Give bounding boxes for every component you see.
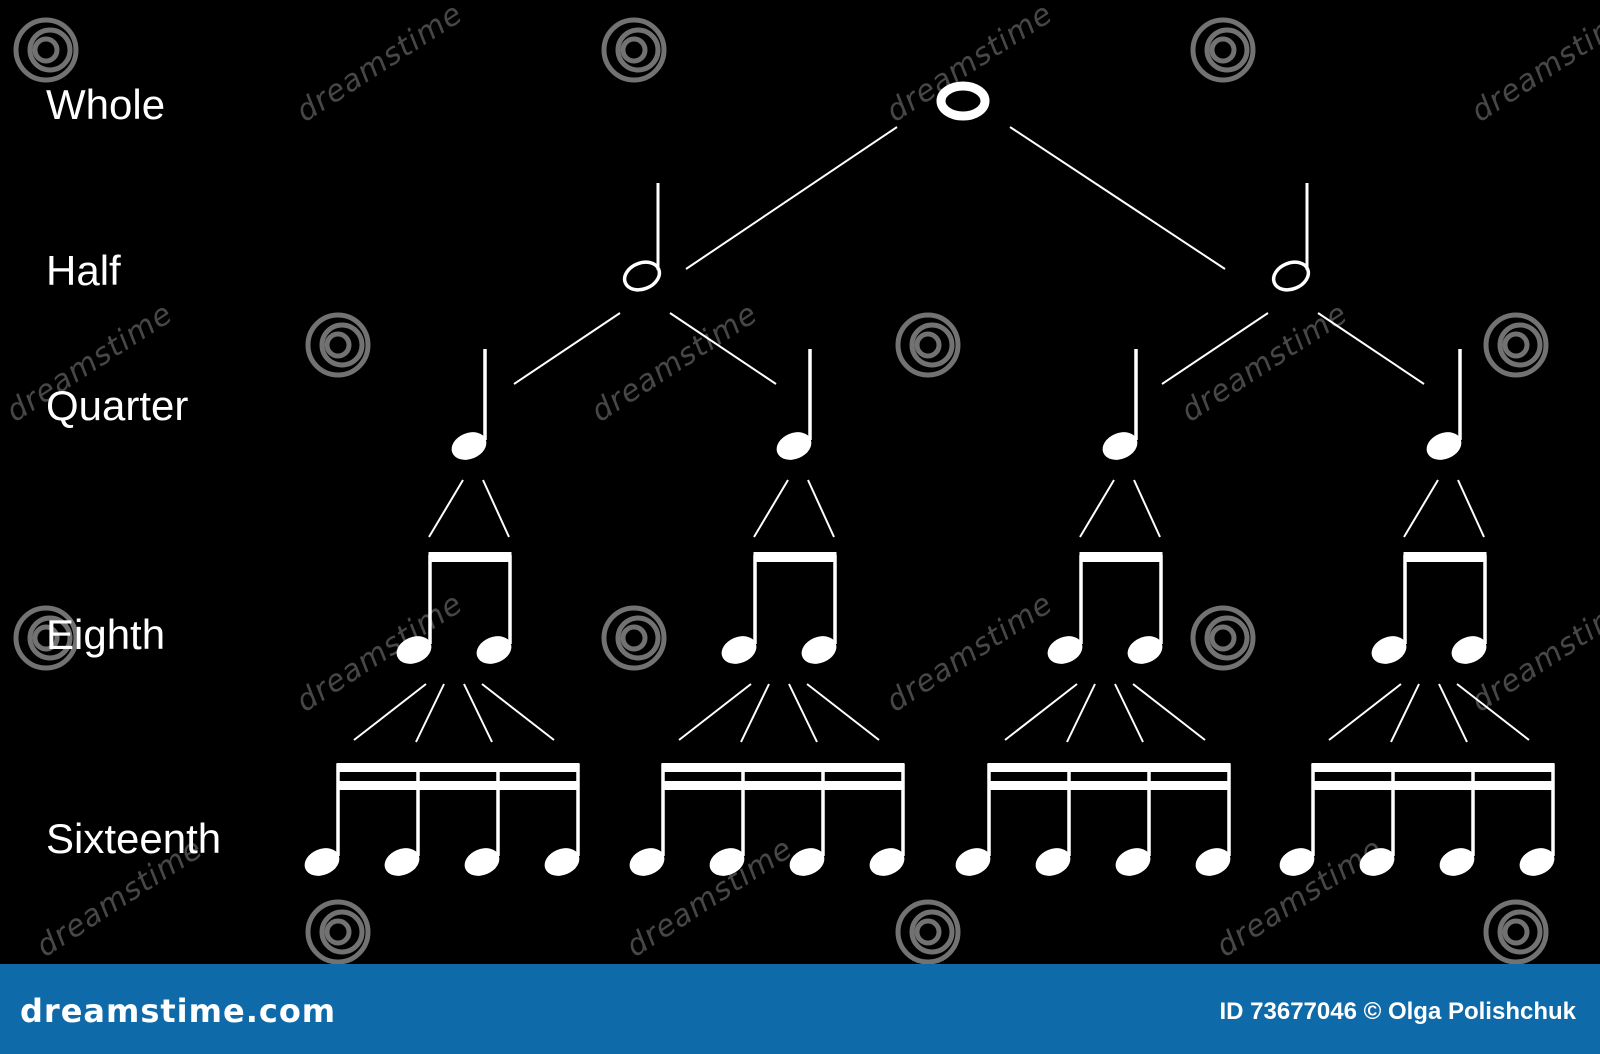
sixteenth-note-head	[304, 848, 340, 876]
connector-line	[1079, 479, 1115, 538]
sixteenth-beam	[1311, 781, 1555, 790]
quarter-note-head	[776, 432, 812, 460]
eighth-note-head	[1047, 636, 1083, 664]
sixteenth-note-head	[629, 848, 665, 876]
connector-line	[1161, 312, 1269, 385]
connector-line	[740, 683, 770, 743]
connector-line	[678, 683, 752, 741]
connector-line	[669, 312, 777, 385]
whole-note	[936, 81, 990, 121]
label-quarter: Quarter	[46, 382, 189, 429]
sixteenth-beam	[1311, 763, 1555, 772]
spiral-logo-icon	[601, 17, 667, 83]
connector-line	[513, 312, 621, 385]
connector-line	[353, 683, 427, 741]
sixteenth-note-head	[1195, 848, 1231, 876]
quarter-note-head	[1426, 432, 1462, 460]
sixteenth-note-head	[464, 848, 500, 876]
spiral-logo-icon	[895, 312, 961, 378]
eighth-beam	[753, 552, 837, 562]
connector-line	[1390, 683, 1420, 743]
sixteenth-note-head	[1439, 848, 1475, 876]
diagram-canvas: Whole Half Quarter Eighth Sixteenth drea…	[0, 0, 1600, 964]
sixteenth-beam	[987, 781, 1231, 790]
connector-line	[807, 479, 835, 538]
spiral-logo-icon	[13, 17, 79, 83]
sixteenth-note-head	[1115, 848, 1151, 876]
sixteenth-note-head	[1359, 848, 1395, 876]
eighth-note-head	[801, 636, 837, 664]
eighth-note-head	[396, 636, 432, 664]
label-whole: Whole	[46, 81, 166, 128]
connector-line	[1457, 479, 1485, 538]
connector-line	[1403, 479, 1439, 538]
connector-line	[415, 683, 445, 743]
eighth-note-head	[1127, 636, 1163, 664]
connector-line	[685, 126, 898, 270]
connector-line	[1133, 479, 1161, 538]
connector-line	[1438, 683, 1468, 743]
connector-line	[1132, 683, 1206, 741]
sixteenth-note-head	[1035, 848, 1071, 876]
connector-line	[1328, 683, 1402, 741]
connector-line	[1114, 683, 1144, 743]
sixteenth-beam	[336, 781, 580, 790]
sixteenth-beam	[661, 763, 905, 772]
connector-line	[463, 683, 493, 743]
spiral-logo-icon	[895, 899, 961, 964]
sixteenth-note-head	[709, 848, 745, 876]
spiral-logo-icon	[13, 605, 79, 671]
spiral-logo-icon	[1190, 17, 1256, 83]
quarter-note-head	[1102, 432, 1138, 460]
spiral-logo-icon	[601, 605, 667, 671]
label-sixteenth: Sixteenth	[46, 815, 222, 862]
connector-line	[1456, 683, 1530, 741]
footer-credit: ID 73677046 © Olga Polishchuk	[1219, 998, 1576, 1025]
eighth-beam	[1079, 552, 1163, 562]
eighth-note-head	[1371, 636, 1407, 664]
spiral-logo-icon	[305, 899, 371, 964]
connector-line	[1066, 683, 1096, 743]
connector-line	[428, 479, 464, 538]
quarter-note-head	[451, 432, 487, 460]
connector-line	[1004, 683, 1078, 741]
connector-line	[482, 479, 510, 538]
spiral-logo-icon	[1483, 899, 1549, 964]
sixteenth-beam	[661, 781, 905, 790]
connector-line	[1317, 312, 1425, 385]
sixteenth-note-head	[1279, 848, 1315, 876]
connector-line	[481, 683, 555, 741]
sixteenth-note-head	[384, 848, 420, 876]
sixteenth-note-head	[789, 848, 825, 876]
spiral-logo-icon	[305, 312, 371, 378]
sixteenth-note-head	[869, 848, 905, 876]
spiral-logo-icon	[1190, 605, 1256, 671]
sixteenth-note-head	[544, 848, 580, 876]
eighth-beam	[428, 552, 512, 562]
sixteenth-beam	[987, 763, 1231, 772]
footer-brand: dreamstime.com	[20, 992, 337, 1030]
connector-line	[1009, 126, 1226, 270]
label-half: Half	[46, 247, 121, 294]
connector-line	[806, 683, 880, 741]
connector-line	[753, 479, 789, 538]
sixteenth-note-head	[955, 848, 991, 876]
footer-bar: dreamstime.com ID 73677046 © Olga Polish…	[0, 964, 1600, 1054]
label-eighth: Eighth	[46, 611, 166, 658]
spiral-logo-icon	[1483, 312, 1549, 378]
eighth-beam	[1403, 552, 1487, 562]
note-tree-svg	[13, 17, 1555, 964]
eighth-note-head	[721, 636, 757, 664]
connector-line	[788, 683, 818, 743]
sixteenth-note-head	[1519, 848, 1555, 876]
sixteenth-beam	[336, 763, 580, 772]
eighth-note-head	[476, 636, 512, 664]
eighth-note-head	[1451, 636, 1487, 664]
